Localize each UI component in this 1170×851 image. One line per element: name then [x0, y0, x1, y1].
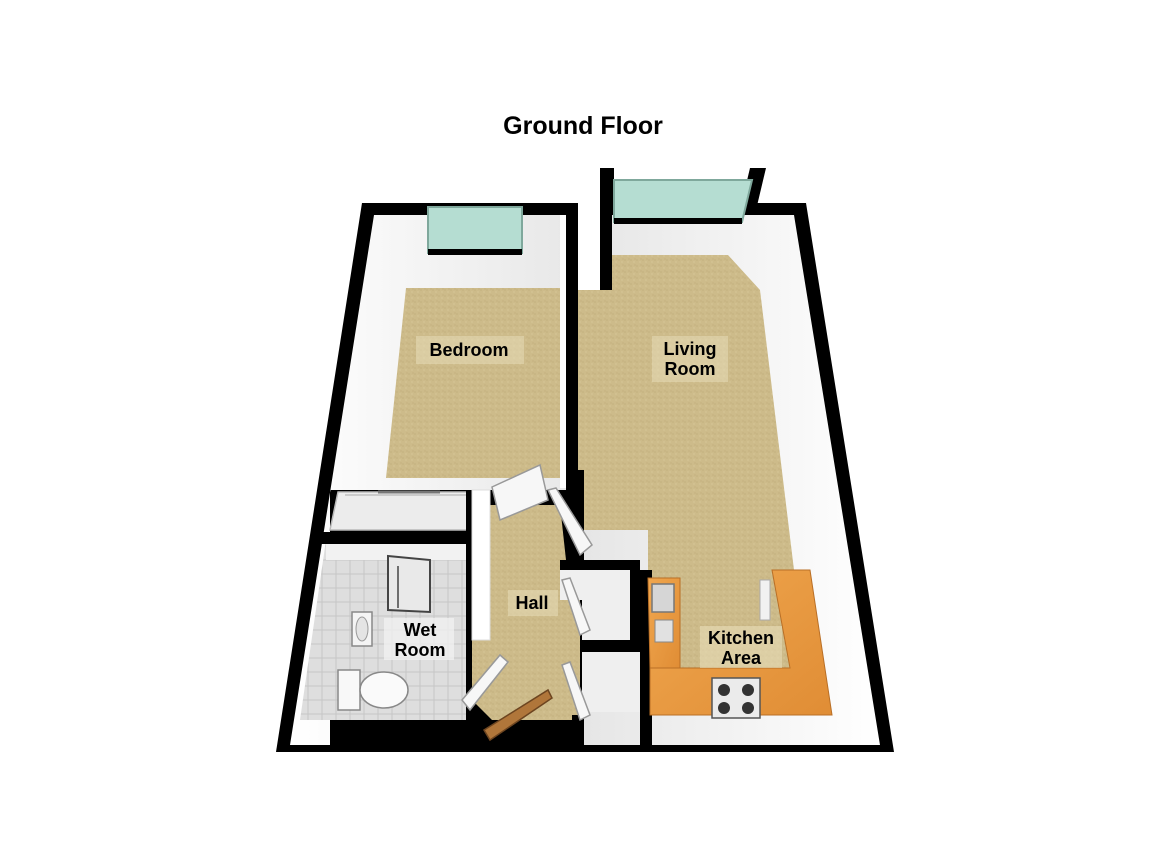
sink: [651, 583, 675, 613]
kitchen-area-label-line2: Area: [721, 648, 762, 668]
wet-room-label-line2: Room: [395, 640, 446, 660]
living-room-label-line2: Room: [665, 359, 716, 379]
wardrobe: [329, 491, 471, 531]
hall-label: Hall: [515, 593, 548, 613]
bedroom-label: Bedroom: [429, 340, 508, 360]
cupboard-door-1: [561, 577, 591, 637]
kitchen-fixtures: [647, 569, 833, 719]
floor-plan-title: Ground Floor: [503, 112, 663, 140]
toilet-cistern: [337, 669, 361, 711]
wet-room-label-line1: Wet: [404, 620, 437, 640]
wet-room-door: [461, 653, 510, 712]
doors: [461, 463, 593, 742]
toilet-bowl: [359, 671, 409, 709]
bedroom-window: [427, 206, 523, 254]
kitchen-area-label-line1: Kitchen: [708, 628, 774, 648]
shower-screen: [387, 554, 431, 614]
front-door: [482, 688, 553, 742]
cupboard-door-2: [561, 661, 591, 722]
living-room-label-line1: Living: [664, 339, 717, 359]
living-room-floor: [574, 255, 794, 570]
bedroom-door: [491, 463, 549, 522]
hob: [711, 677, 761, 719]
bedroom-floor: [386, 288, 566, 478]
living-room-window: [613, 179, 754, 223]
windows: [427, 179, 754, 255]
room-labels: Bedroom Living Room Hall Wet Room Kitche…: [384, 336, 782, 668]
wet-room-fixtures: [337, 554, 431, 711]
kitchen-worktop-right: [649, 569, 833, 716]
partitions: [466, 210, 652, 752]
living-room-door: [546, 487, 593, 557]
